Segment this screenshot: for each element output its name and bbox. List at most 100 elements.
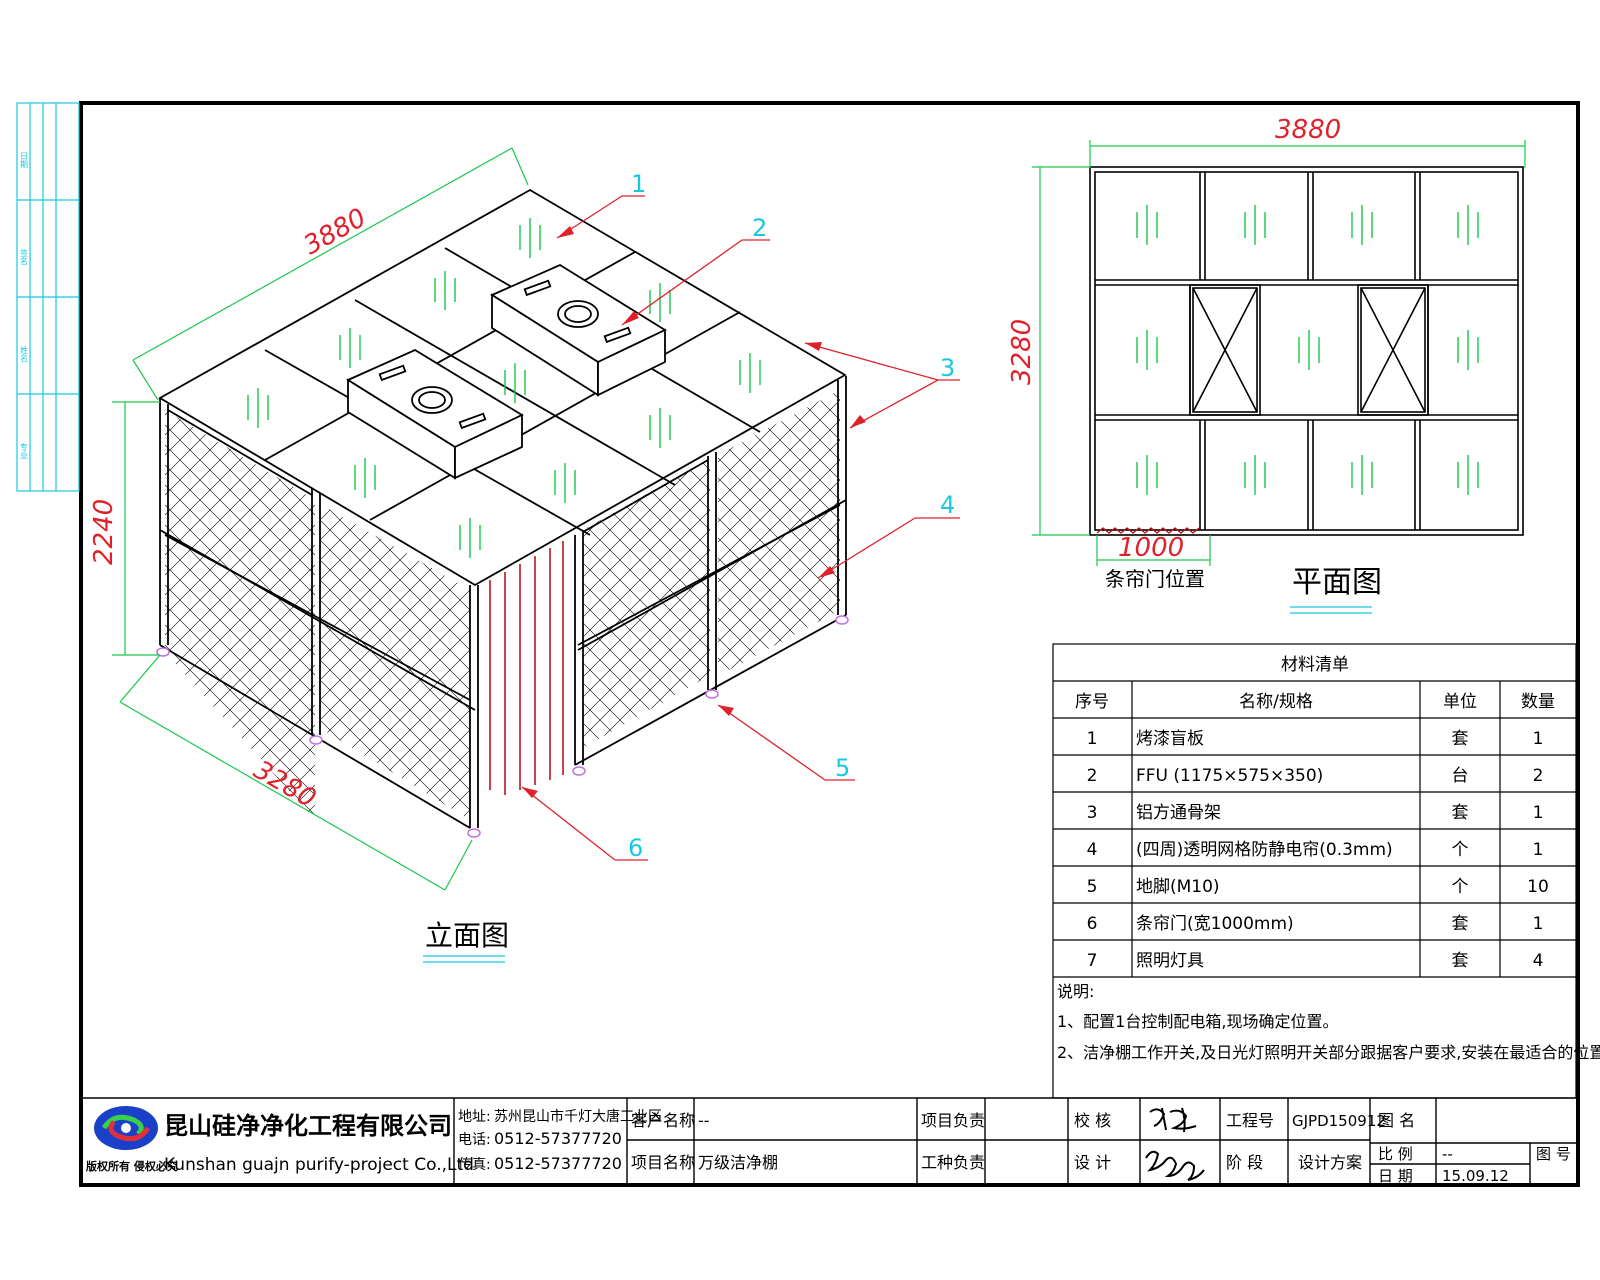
plan-dim-width: 3880 xyxy=(1275,115,1341,145)
margin-row-label: 专业 xyxy=(20,442,29,459)
door-position-caption: 条帘门位置 xyxy=(1105,567,1205,591)
table-row: 1 烤漆盲板 套 1 xyxy=(1087,729,1544,749)
iso-dim-width: 3880 xyxy=(299,203,371,261)
client-label: 客户名称 xyxy=(631,1111,695,1130)
row-unit: 套 xyxy=(1452,914,1469,934)
row-name: 条帘门(宽1000mm) xyxy=(1136,914,1294,934)
drawing-name-label: 图 名 xyxy=(1378,1111,1415,1130)
drawing-no-label: 图 号 xyxy=(1536,1145,1571,1163)
project-no-value: GJPD150912 xyxy=(1292,1112,1386,1130)
plan-strip-curtain xyxy=(1096,527,1200,534)
notes-title: 说明: xyxy=(1057,982,1094,1001)
date-value: 15.09.12 xyxy=(1442,1167,1509,1185)
row-qty: 1 xyxy=(1533,803,1544,823)
leader-lines xyxy=(521,195,960,861)
table-row: 7 照明灯具 套 4 xyxy=(1087,951,1544,971)
scale-label: 比 例 xyxy=(1378,1145,1413,1163)
project-label: 项目名称 xyxy=(631,1153,695,1172)
phone-label: 电话: xyxy=(458,1132,491,1148)
check-label: 校 核 xyxy=(1074,1111,1111,1130)
company-name-cn: 昆山硅净净化工程有限公司 xyxy=(164,1112,452,1140)
label-4: 4 xyxy=(940,491,955,519)
row-qty: 10 xyxy=(1527,877,1549,897)
plan-view: 3880 3280 1000 条帘门位置 平面图 xyxy=(1007,115,1526,614)
col-header-qty: 数量 xyxy=(1521,692,1555,712)
fax-label: 传真: xyxy=(458,1157,491,1173)
row-unit: 套 xyxy=(1452,951,1469,971)
leader-arrowheads xyxy=(522,226,866,798)
address-label: 地址: xyxy=(458,1109,491,1125)
panel-marks xyxy=(247,218,761,558)
note-1: 1、配置1台控制配电箱,现场确定位置。 xyxy=(1057,1012,1338,1031)
row-unit: 个 xyxy=(1452,840,1469,860)
table-row: 6 条帘门(宽1000mm) 套 1 xyxy=(1087,914,1544,934)
sheet-border xyxy=(79,101,1580,1187)
row-no: 5 xyxy=(1087,877,1098,897)
note-2: 2、洁净棚工作开关,及日光灯照明开关部分跟据客户要求,安装在最适合的位置。 xyxy=(1057,1043,1600,1062)
material-list-table: 材料清单 序号 名称/规格 单位 数量 1 烤漆盲板 套 1 2 FFU (11… xyxy=(1052,643,1600,1099)
row-unit: 套 xyxy=(1452,729,1469,749)
label-3: 3 xyxy=(940,354,955,382)
label-6: 6 xyxy=(628,834,643,862)
table-row: 3 铝方通骨架 套 1 xyxy=(1087,803,1544,823)
row-no: 1 xyxy=(1087,729,1098,749)
row-unit: 套 xyxy=(1452,803,1469,823)
project-value: 万级洁净棚 xyxy=(698,1153,778,1172)
design-label: 设 计 xyxy=(1074,1153,1111,1172)
copyright-notice: 版权所有 侵权必究 xyxy=(86,1159,178,1173)
isometric-view: 3880 3280 2240 1 2 3 4 5 6 立面图 xyxy=(89,147,960,963)
label-2: 2 xyxy=(752,214,767,242)
row-name: 烤漆盲板 xyxy=(1136,729,1204,749)
plan-dim-depth: 3280 xyxy=(1007,319,1037,385)
table-row: 5 地脚(M10) 个 10 xyxy=(1087,877,1549,897)
checker-signature xyxy=(1149,1107,1197,1133)
row-qty: 2 xyxy=(1533,766,1544,786)
company-name-en: Kunshan guajn purify-project Co.,Ltd xyxy=(164,1155,474,1175)
row-name: 地脚(M10) xyxy=(1136,877,1220,897)
ffu-unit-front xyxy=(346,348,524,480)
iso-dim-height: 2240 xyxy=(89,499,119,565)
row-name: 照明灯具 xyxy=(1136,951,1204,971)
label-1: 1 xyxy=(631,170,646,198)
row-name: 铝方通骨架 xyxy=(1136,803,1221,823)
plan-dim-door: 1000 xyxy=(1118,533,1184,563)
scale-value: -- xyxy=(1442,1145,1453,1163)
address-value: 苏州昆山市千灯大唐工业区 xyxy=(494,1108,662,1125)
row-qty: 4 xyxy=(1533,951,1544,971)
fax-value: 0512-57377720 xyxy=(494,1154,622,1173)
designer-signature xyxy=(1145,1150,1205,1181)
margin-sign-table xyxy=(16,102,80,492)
col-header-unit: 单位 xyxy=(1443,692,1477,712)
margin-row-label: 签名 xyxy=(20,248,29,266)
plan-view-title: 平面图 xyxy=(1292,565,1382,600)
iso-view-title: 立面图 xyxy=(425,919,509,952)
date-label: 日 期 xyxy=(1378,1167,1413,1185)
table-row: 4 (四周)透明网格防静电帘(0.3mm) 个 1 xyxy=(1087,840,1544,860)
mesh-curtain-right-a xyxy=(583,458,710,748)
row-qty: 1 xyxy=(1533,914,1544,934)
row-unit: 个 xyxy=(1452,877,1469,897)
phone-value: 0512-57377720 xyxy=(494,1129,622,1148)
company-logo-icon xyxy=(94,1106,158,1150)
strip-curtain-door xyxy=(489,541,564,795)
title-block: 昆山硅净净化工程有限公司 版权所有 侵权必究 Kunshan guajn pur… xyxy=(81,1097,1578,1185)
ffu-unit-rear xyxy=(490,263,667,397)
project-no-label: 工程号 xyxy=(1226,1111,1274,1130)
row-no: 3 xyxy=(1087,803,1098,823)
mesh-curtain-left-a xyxy=(165,410,315,820)
row-no: 4 xyxy=(1087,840,1098,860)
work-lead-label: 工种负责 xyxy=(921,1153,985,1172)
mesh-curtain-right-b xyxy=(718,390,840,676)
row-no: 2 xyxy=(1087,766,1098,786)
col-header-no: 序号 xyxy=(1075,692,1109,712)
row-name: FFU (1175×575×350) xyxy=(1136,766,1323,786)
client-value: -- xyxy=(698,1111,710,1130)
label-5: 5 xyxy=(835,754,850,782)
plan-panel-marks xyxy=(1136,205,1479,495)
stage-label: 阶 段 xyxy=(1226,1153,1263,1172)
material-list-title: 材料清单 xyxy=(1281,655,1349,675)
adjustable-feet xyxy=(156,615,849,838)
row-qty: 1 xyxy=(1533,840,1544,860)
project-lead-label: 项目负责 xyxy=(921,1111,985,1130)
